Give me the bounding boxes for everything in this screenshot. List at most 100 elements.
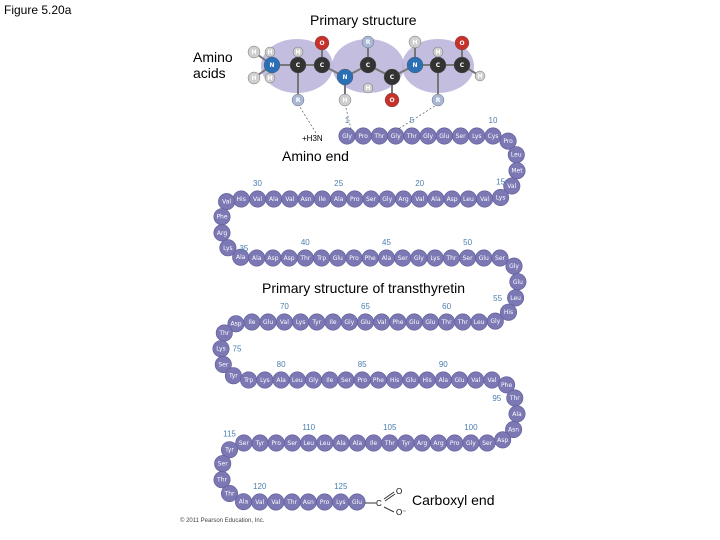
atom: R [291,93,305,107]
position-number: 15 [496,178,505,187]
residue-bead: Ile [243,313,261,331]
position-number: 110 [302,423,315,432]
atom-label: C [320,62,325,69]
atom: H [264,72,276,84]
position-number: 45 [382,238,391,247]
atom: R [431,93,445,107]
residue-bead: Asp [280,249,298,267]
svg-text:O⁻: O⁻ [396,508,406,517]
residue-circle [507,289,525,307]
residue-bead: Ser [283,434,301,452]
residue-bead: Gly [338,127,356,145]
transthyretin-label: Primary structure of transthyretin [262,280,466,296]
atom-label: H [251,49,256,56]
atom-label: H [267,49,272,56]
residue-label: Leu [292,377,303,384]
amino-acids-label: Amino acids [193,49,233,81]
residue-label: Ala [334,196,344,203]
residue-bead: Glu [402,371,420,389]
residue-bead: Pro [446,434,464,452]
residue-bead: Gly [486,312,504,330]
residue-bead: Gly [378,190,396,208]
residue-label: Pro [320,499,330,506]
atom: C [289,56,307,74]
residue-label: Glu [406,377,416,384]
residue-bead: Thr [438,313,456,331]
residue-label: Ser [341,377,352,384]
residue-bead: Ser [491,249,509,267]
atom-label: C [436,62,441,69]
residue-label: Phe [392,319,403,326]
residue-label: Thr [457,319,468,326]
residue-bead: Lys [468,127,486,145]
residue-label: Ala [336,440,346,447]
residue-bead: Ala [272,371,290,389]
atom: H [432,46,444,58]
residue-label: Tyr [228,373,238,380]
position-number: 60 [442,302,451,311]
residue-label: Cys [488,133,499,140]
residue-circle [214,355,232,373]
residue-label: Ser [398,255,409,262]
residue-bead: Ser [394,249,412,267]
residue-label: Asp [230,321,241,328]
atom-label: R [296,97,301,104]
atom-label: H [412,39,417,46]
residue-label: Val [415,196,424,203]
residue-label: Lys [223,245,232,252]
page-title: Primary structure [310,12,417,28]
residue-label: Gly [414,255,424,262]
position-number: 120 [253,482,267,491]
residue-bead: His [418,371,436,389]
position-number: 30 [253,179,262,188]
residue-bead: Lys [212,340,230,358]
residue-bead: Ser [362,190,380,208]
atom: N [336,68,354,86]
residue-bead: His [386,371,404,389]
residue-bead: Thr [283,493,301,511]
residue-bead: Pro [499,132,517,150]
residue-label: Val [280,319,289,326]
residue-bead: Leu [507,146,525,164]
residue-label: Tyr [224,447,234,454]
atom-label: H [365,85,370,92]
residue-label: Phe [365,255,376,262]
residue-label: Ser [456,133,467,140]
residue-bead: Trp [240,371,258,389]
position-number: 90 [439,360,448,369]
residue-label: Pro [349,255,359,262]
position-number: 85 [358,360,367,369]
residue-bead: Ala [248,249,266,267]
position-number: 95 [492,394,501,403]
residue-bead: Ile [324,313,342,331]
residue-bead: Glu [475,249,493,267]
residue-bead: Thr [213,471,231,489]
residue-bead: Asn [297,190,315,208]
atom-label: H [267,75,272,82]
residue-label: Lys [260,377,269,384]
residue-bead: Ser [337,371,355,389]
residue-circle [219,239,237,257]
position-number: 55 [493,294,502,303]
position-number: 75 [233,345,242,354]
atom: N [263,56,281,74]
residue-label: Ala [431,196,441,203]
residue-label: Val [271,499,280,506]
residue-bead: Ala [508,405,526,423]
residue-bead: Pro [345,249,363,267]
residue-bead: Lys [332,493,350,511]
residue-label: Glu [409,319,419,326]
residue-circle [498,376,516,394]
residue-label: Ile [248,319,255,326]
residue-circle [484,127,502,145]
residue-label: Asp [447,196,458,203]
residue-bead: Pro [267,434,285,452]
atom-label: H [251,75,256,82]
residue-label: Thr [286,499,297,506]
residue-circle [213,224,231,242]
residue-label: Asp [497,437,508,444]
residue-bead: Thr [506,389,524,407]
residue-bead: Thr [221,484,239,502]
